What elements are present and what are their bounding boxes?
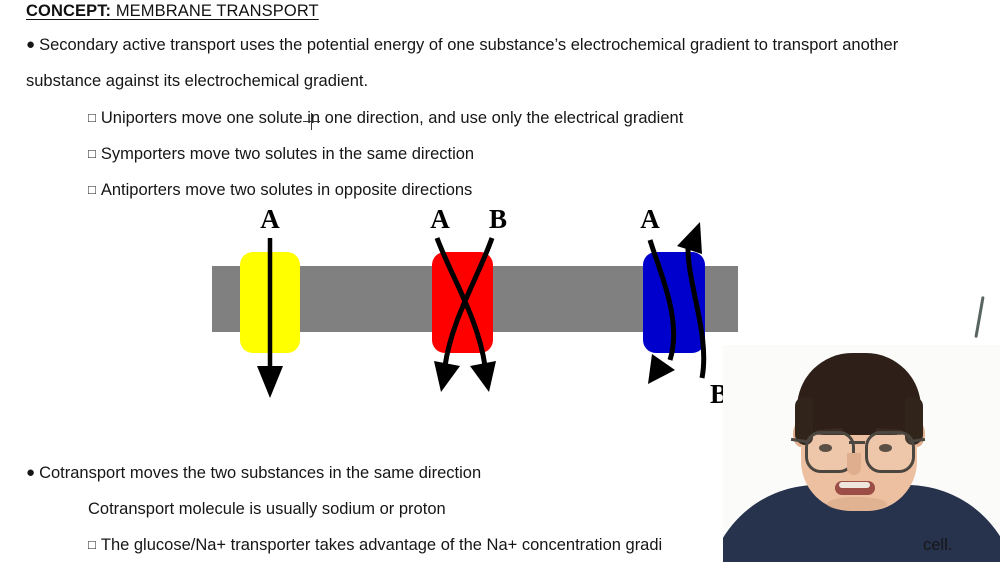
bullet-cotransport-line3-tail: cell. [923, 536, 953, 554]
symporter-label-b: B [489, 204, 507, 234]
symporter-arrow-b [434, 237, 495, 392]
bullet-cotransport-line1-text: Cotransport moves the two substances in … [39, 464, 482, 482]
bullet-square-icon: □ [88, 146, 96, 161]
bullet-secondary-transport-line2: substance against its electrochemical gr… [26, 72, 368, 90]
membrane-bar [212, 266, 738, 332]
bullet-secondary-transport-line1: ●Secondary active transport uses the pot… [26, 36, 898, 54]
bullet-dot-icon: ● [26, 464, 36, 481]
antiporter-channel [643, 252, 705, 353]
bullet-square-icon: □ [88, 110, 96, 125]
bullet-square-icon: □ [88, 537, 96, 552]
instructor-chin-shadow [827, 497, 887, 511]
bullet-cotransport-line2-text: Cotransport molecule is usually sodium o… [88, 500, 446, 518]
bullet-cotransport-line3-text: The glucose/Na+ transporter takes advant… [100, 536, 663, 554]
antiporter-arrow-a [647, 239, 677, 384]
page-title-lead: CONCEPT: [26, 2, 112, 20]
bullet-cotransport-line3: □ The glucose/Na+ transporter takes advan… [88, 536, 662, 554]
eyeglasses-lens-left [805, 431, 855, 473]
uniporter-channel [240, 252, 300, 353]
instructor-hair-left [795, 397, 813, 445]
bullet-uniporter: □ Uniporters move one solute in one direc… [88, 109, 683, 127]
instructor-eye-right [879, 444, 892, 452]
page-title: CONCEPT: MEMBRANE TRANSPORT [26, 2, 319, 21]
uniporter-arrow-a [257, 238, 283, 398]
symporter-channel [432, 252, 493, 353]
bullet-symporter: □ Symporters move two solutes in the same… [88, 145, 474, 163]
antiporter-arrow-b [677, 222, 707, 379]
bullet-uniporter-text: Uniporters move one solute in one direct… [100, 109, 684, 127]
instructor-video-overlay[interactable] [723, 345, 1000, 562]
stray-ink-mark [974, 296, 985, 338]
instructor-eye-left [819, 444, 832, 452]
symporter-arrow-a [434, 237, 496, 392]
bullet-secondary-transport-line2-text: substance against its electrochemical gr… [26, 72, 369, 90]
antiporter-label-a: A [640, 204, 660, 234]
instructor-nose [847, 453, 861, 475]
bullet-cotransport-line2: Cotransport molecule is usually sodium o… [88, 500, 446, 518]
eyeglasses-lens-right [865, 431, 915, 473]
bullet-square-icon: □ [88, 182, 96, 197]
uniporter-label-a: A [260, 204, 280, 234]
bullet-antiporter: □ Antiporters move two solutes in opposit… [88, 181, 472, 199]
instructor-teeth [839, 482, 870, 488]
bullet-antiporter-text: Antiporters move two solutes in opposite… [100, 181, 473, 199]
page-title-rest: MEMBRANE TRANSPORT [111, 2, 319, 20]
instructor-hair [797, 353, 921, 435]
bullet-cotransport-line1: ●Cotransport moves the two substances in… [26, 464, 481, 482]
bullet-secondary-transport-line1-text: Secondary active transport uses the pote… [39, 36, 899, 54]
symporter-label-a: A [430, 204, 450, 234]
eyeglasses-bridge [849, 441, 865, 444]
bullet-symporter-text: Symporters move two solutes in the same … [100, 145, 475, 163]
bullet-dot-icon: ● [26, 36, 36, 53]
instructor-hair-right [905, 397, 923, 445]
